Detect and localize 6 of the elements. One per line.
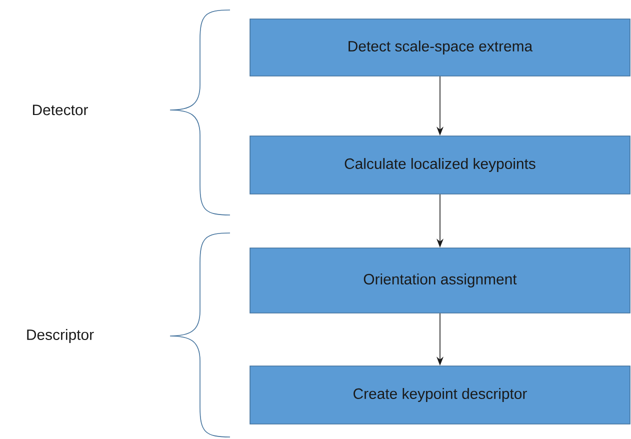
process-box: Calculate localized keypoints xyxy=(250,136,630,194)
group-label: Descriptor xyxy=(27,329,94,343)
process-box: Create keypoint descriptor xyxy=(250,366,630,424)
process-box: Orientation assignment xyxy=(250,248,630,314)
group-label: Detector xyxy=(33,104,88,116)
process-box: Detect scale-space extrema xyxy=(250,18,630,76)
